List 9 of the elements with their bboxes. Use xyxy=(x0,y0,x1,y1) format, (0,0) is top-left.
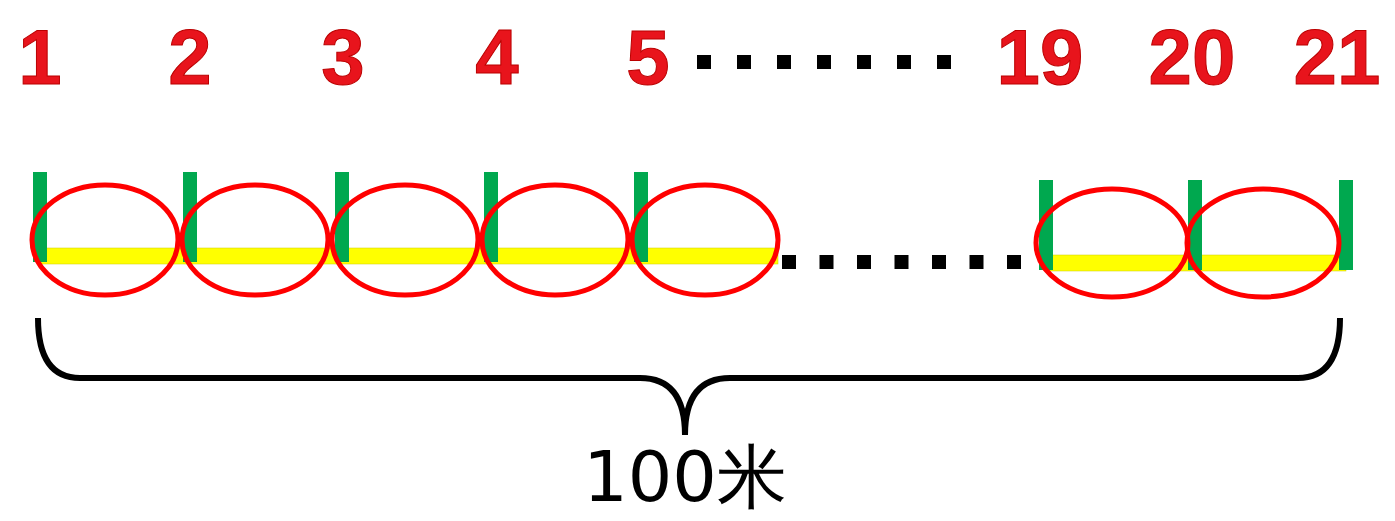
post-number: 20 xyxy=(1148,18,1236,96)
post-number: 3 xyxy=(321,18,365,96)
post-number: 21 xyxy=(1293,18,1381,96)
post-number: 2 xyxy=(168,18,212,96)
post-number: 5 xyxy=(626,18,670,96)
distance-label: 100米 xyxy=(583,442,787,512)
post-number: 19 xyxy=(996,18,1084,96)
post-number: 4 xyxy=(475,18,519,96)
post-number: 1 xyxy=(18,18,62,96)
